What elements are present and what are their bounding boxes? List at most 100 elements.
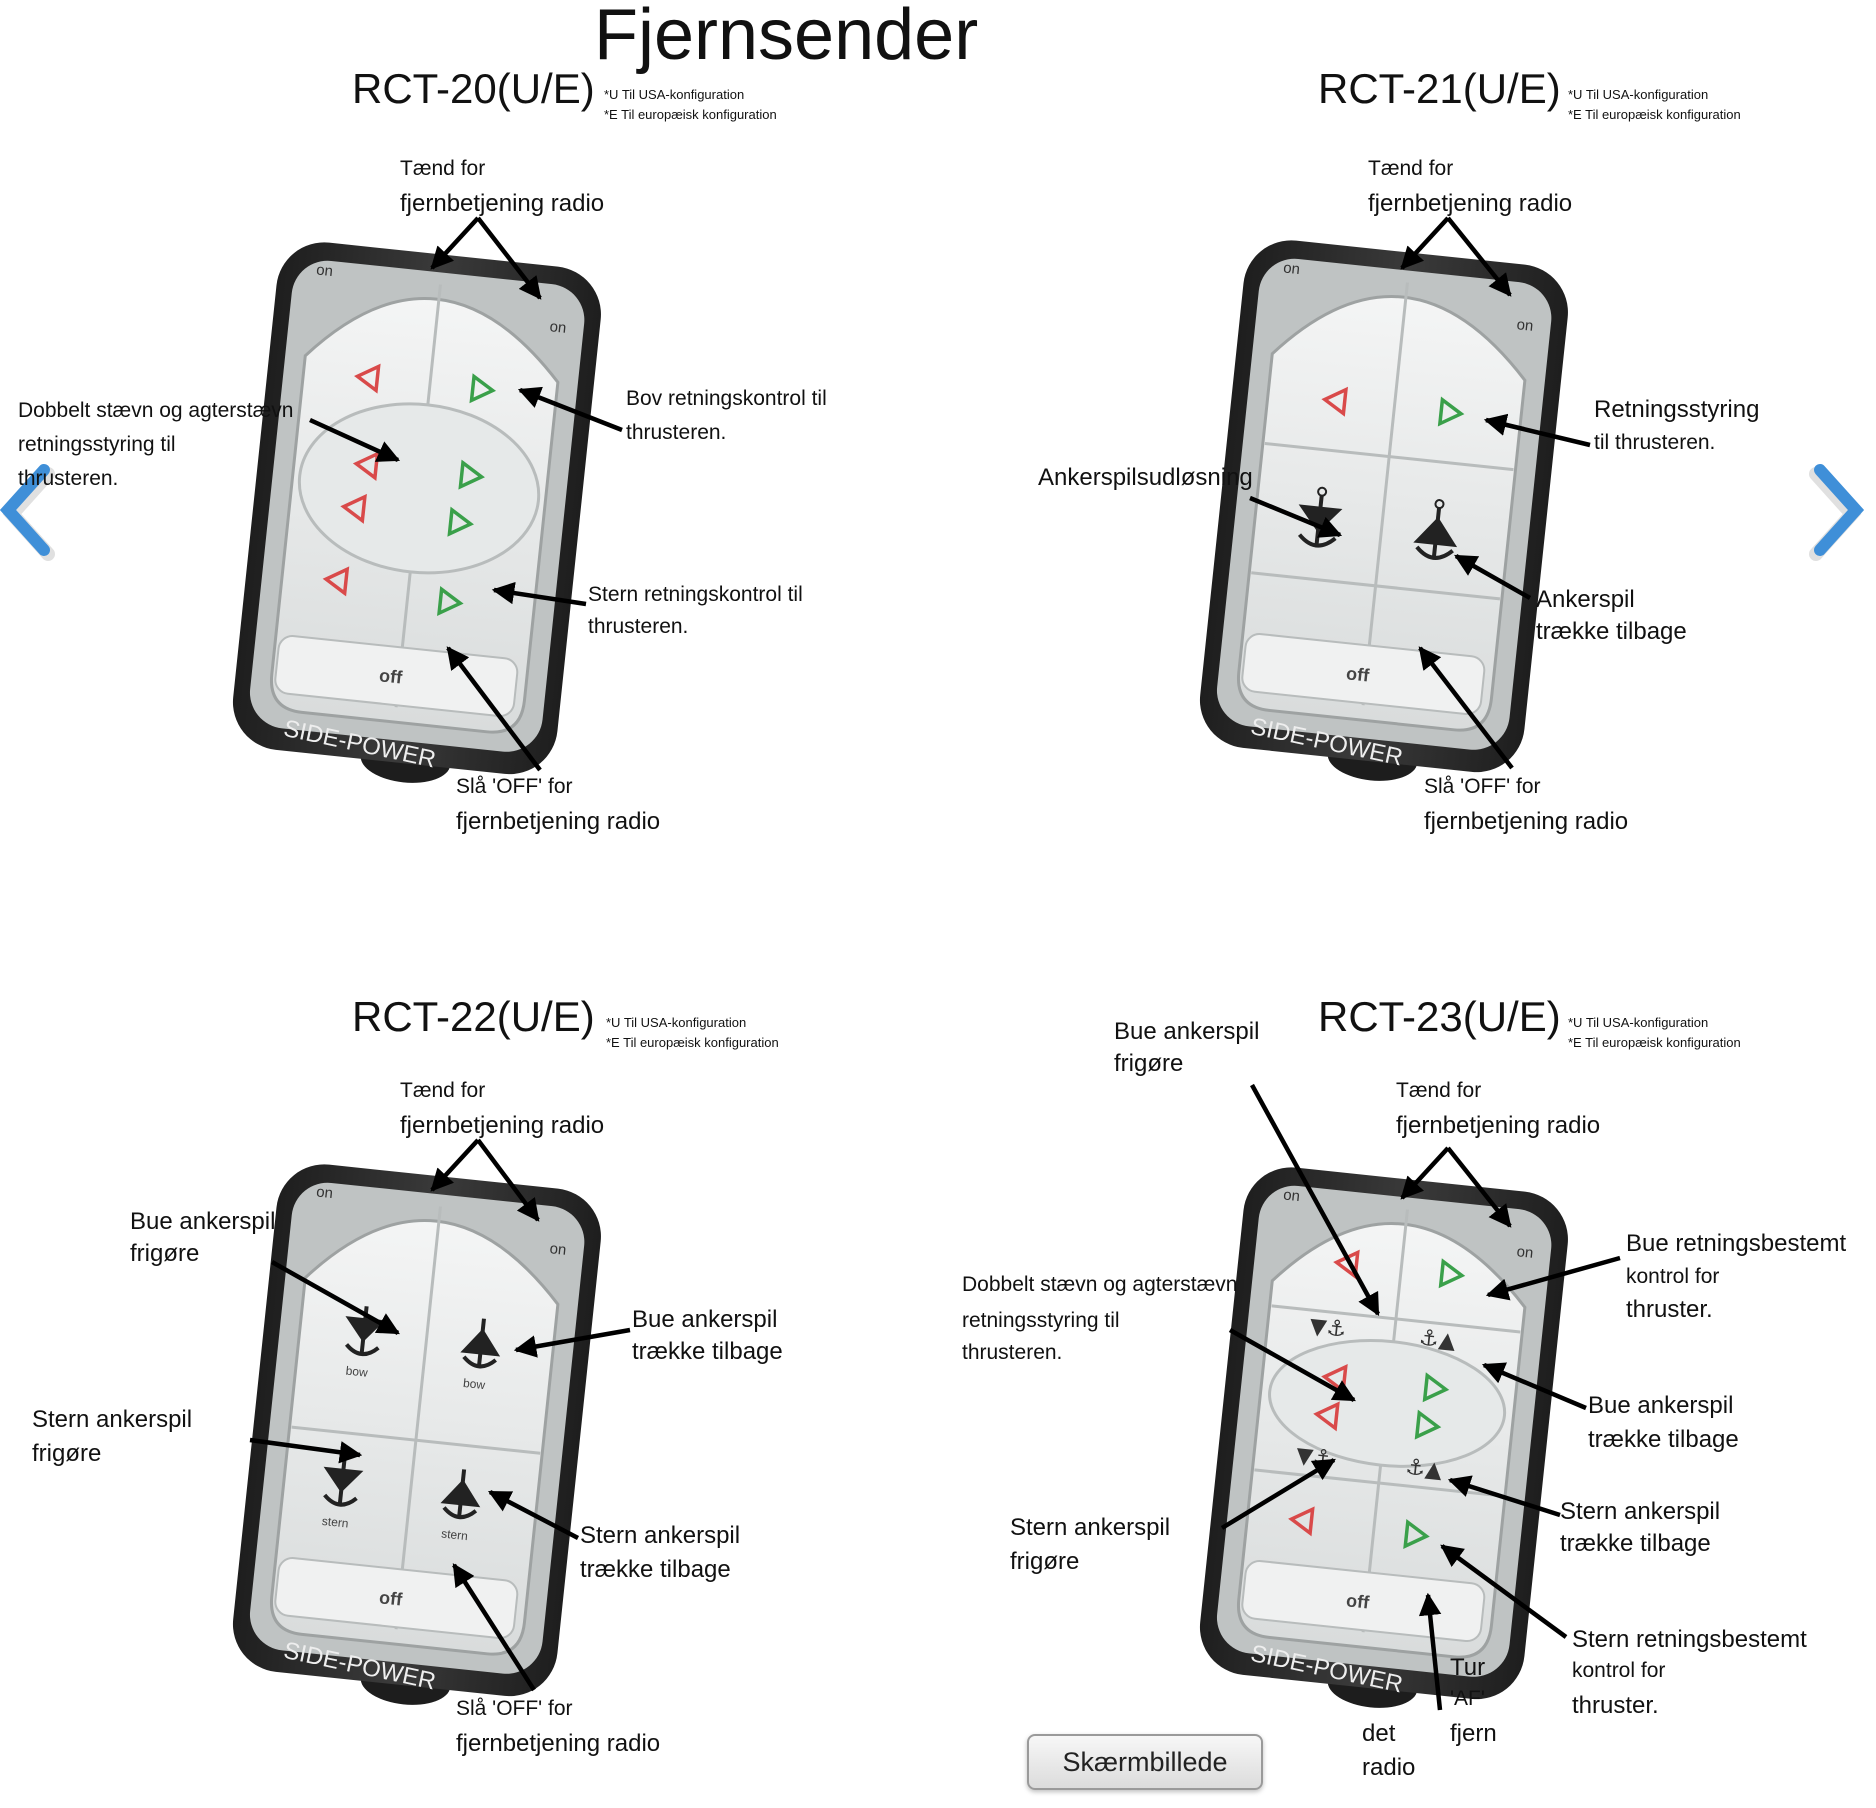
off-button: off: [378, 1587, 404, 1609]
off-label-large: fjernbetjening radio: [456, 1730, 661, 1757]
label-bow-retrieve-2: trække tilbage: [632, 1338, 783, 1365]
label-dual-3: thrusteren.: [962, 1341, 1063, 1364]
label-anchor-retrieve-1: Ankerspil: [1536, 586, 1635, 613]
model-rct22: RCT-22(U/E): [352, 993, 595, 1040]
off-button: off: [1345, 663, 1371, 685]
remote-rct20: on on off SIDE-POWER: [232, 242, 601, 783]
on-button-left: on: [315, 261, 333, 280]
label-stern-retrieve-1: Stern ankerspil: [580, 1522, 741, 1549]
label-bow-direction-2: kontrol for: [1626, 1265, 1720, 1288]
remote-rct22: on on off SIDE-POWER bow bow stern: [232, 1164, 601, 1705]
stern-release-icon: stern: [321, 1456, 364, 1531]
svg-text:▼⚓: ▼⚓: [1295, 1443, 1334, 1472]
label-dual-1: Dobbelt stævn og agterstævn: [18, 399, 294, 422]
label-bow-direction-1: Bue retningsbestemt: [1626, 1230, 1847, 1257]
svg-text:stern: stern: [321, 1514, 349, 1531]
on-button-right: on: [1516, 1243, 1534, 1262]
label-dual-1: Dobbelt stævn og agterstævn: [962, 1273, 1238, 1296]
label-off-4: fjern: [1450, 1720, 1497, 1747]
svg-text:stern: stern: [441, 1526, 469, 1543]
label-bow-retrieve-1: Bue ankerspil: [632, 1306, 778, 1333]
label-bow-release-2: frigøre: [130, 1240, 200, 1267]
screenshot-button[interactable]: Skærmbillede: [1027, 1734, 1263, 1790]
note-usa: *U Til USA-konfiguration: [1568, 1015, 1709, 1030]
model-rct21: RCT-21(U/E): [1318, 65, 1561, 112]
svg-text:⚓▲: ⚓▲: [1418, 1325, 1457, 1354]
on-label-large: fjernbetjening radio: [1368, 190, 1573, 217]
label-stern-release-2: frigøre: [1010, 1548, 1080, 1575]
model-rct20: RCT-20(U/E): [352, 65, 595, 112]
note-eu: *E Til europæisk konfiguration: [606, 1035, 779, 1050]
on-button-right: on: [1516, 316, 1534, 335]
off-label-small: Slå 'OFF' for: [456, 775, 573, 798]
on-label-large: fjernbetjening radio: [400, 190, 605, 217]
svg-text:bow: bow: [462, 1376, 486, 1392]
label-stern-direction-3: thruster.: [1572, 1692, 1659, 1719]
label-stern-direction-1: Stern retningsbestemt: [1572, 1626, 1807, 1653]
off-button: off: [1345, 1590, 1371, 1612]
on-button-left: on: [315, 1183, 333, 1202]
label-stern-retrieve-1: Stern ankerspil: [1560, 1498, 1721, 1525]
svg-text:⚓▲: ⚓▲: [1404, 1455, 1443, 1484]
label-bow-2: thrusteren.: [626, 421, 727, 444]
label-off-1: Tur: [1450, 1654, 1486, 1681]
label-bow-release-1: Bue ankerspil: [130, 1208, 276, 1235]
note-usa: *U Til USA-konfiguration: [1568, 87, 1709, 102]
note-eu: *E Til europæisk konfiguration: [1568, 1035, 1741, 1050]
svg-text:▼⚓: ▼⚓: [1308, 1314, 1347, 1343]
off-label-small: Slå 'OFF' for: [1424, 775, 1541, 798]
callout-arrows: [249, 216, 1621, 1711]
note-eu: *E Til europæisk konfiguration: [604, 107, 777, 122]
page-title: Fjernsender: [594, 0, 979, 75]
label-stern-2: thrusteren.: [588, 615, 689, 638]
bow-retrieve-icon: bow: [460, 1318, 501, 1392]
model-rct23: RCT-23(U/E): [1318, 993, 1561, 1040]
note-eu: *E Til europæisk konfiguration: [1568, 107, 1741, 122]
note-usa: *U Til USA-konfiguration: [604, 87, 745, 102]
label-stern-1: Stern retningskontrol til: [588, 583, 803, 606]
label-bow-release-1: Bue ankerspil: [1114, 1018, 1260, 1045]
label-off-2: 'AF': [1450, 1687, 1485, 1710]
on-label-small: Tænd for: [1396, 1079, 1482, 1102]
label-stern-release-1: Stern ankerspil: [32, 1406, 193, 1433]
label-dual-3: thrusteren.: [18, 467, 119, 490]
remote-rct21: on on off SIDE-POWER: [1199, 240, 1568, 781]
label-stern-direction-2: kontrol for: [1572, 1659, 1666, 1682]
off-button: off: [378, 665, 404, 687]
label-direction-1: Retningsstyring: [1594, 396, 1760, 423]
label-stern-release-1: Stern ankerspil: [1010, 1514, 1171, 1541]
label-anchor-release: Ankerspilsudløsning: [1038, 464, 1253, 491]
label-anchor-retrieve-2: trække tilbage: [1536, 618, 1687, 645]
label-stern-retrieve-2: trække tilbage: [1560, 1530, 1711, 1557]
label-dual-2: retningsstyring til: [18, 433, 176, 456]
on-label-large: fjernbetjening radio: [400, 1112, 605, 1139]
label-bow-retrieve-2: trække tilbage: [1588, 1426, 1739, 1453]
on-label-small: Tænd for: [400, 157, 486, 180]
off-label-large: fjernbetjening radio: [1424, 808, 1629, 835]
on-label-large: fjernbetjening radio: [1396, 1112, 1601, 1139]
label-bow-retrieve-1: Bue ankerspil: [1588, 1392, 1734, 1419]
remote-rct23: on on off SIDE-POWER ▼⚓ ⚓▲ ▼⚓ ⚓▲: [1199, 1167, 1568, 1708]
on-button-left: on: [1282, 259, 1300, 278]
label-bow-1: Bov retningskontrol til: [626, 387, 827, 410]
on-label-small: Tænd for: [400, 1079, 486, 1102]
label-direction-2: til thrusteren.: [1594, 431, 1716, 454]
label-stern-release-2: frigøre: [32, 1440, 102, 1467]
on-button-right: on: [549, 1240, 567, 1259]
off-label-large: fjernbetjening radio: [456, 808, 661, 835]
label-stern-retrieve-2: trække tilbage: [580, 1556, 731, 1583]
svg-text:bow: bow: [345, 1364, 369, 1380]
off-label-small: Slå 'OFF' for: [456, 1697, 573, 1720]
label-dual-2: retningsstyring til: [962, 1309, 1120, 1332]
on-button-right: on: [549, 318, 567, 337]
label-bow-direction-3: thruster.: [1626, 1296, 1713, 1323]
label-off-5: radio: [1362, 1754, 1416, 1781]
on-label-small: Tænd for: [1368, 157, 1454, 180]
on-button-left: on: [1282, 1186, 1300, 1205]
stern-retrieve-icon: stern: [440, 1469, 481, 1543]
anchor-retrieve-icon: [1413, 499, 1458, 560]
label-bow-release-2: frigøre: [1114, 1050, 1184, 1077]
note-usa: *U Til USA-konfiguration: [606, 1015, 747, 1030]
